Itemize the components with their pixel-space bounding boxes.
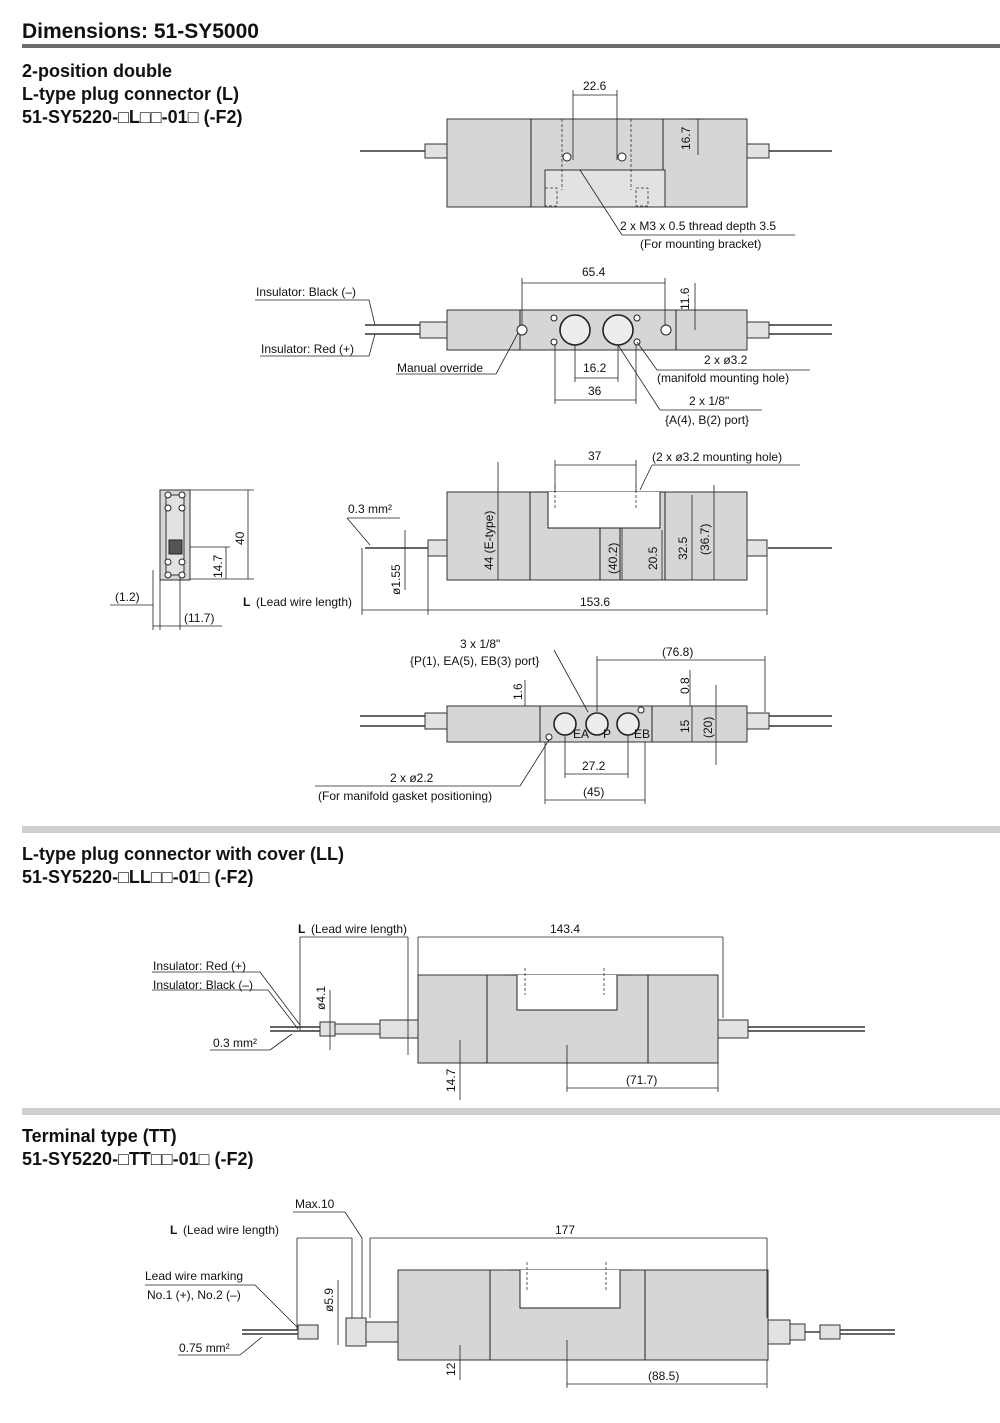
dim-label: 16.2: [583, 361, 607, 375]
dim-label: 20.5: [646, 546, 660, 570]
note: No.1 (+), No.2 (–): [147, 1288, 241, 1302]
note: 2 x ø3.2: [704, 353, 748, 367]
dim-label: ø4.1: [314, 986, 328, 1010]
wire-area: 0.3 mm²: [213, 1036, 257, 1050]
wire-area: 0.75 mm²: [179, 1341, 230, 1355]
dim-label: 36: [588, 384, 602, 398]
wire-area: 0.3 mm²: [348, 502, 392, 516]
port-label: P: [603, 727, 611, 741]
dim-label: (20): [701, 717, 715, 738]
dim-label: 22.6: [583, 79, 607, 93]
lead-label: (Lead wire length): [256, 595, 352, 609]
dim-label: 27.2: [582, 759, 606, 773]
section-heading-ll: L-type plug connector with cover (LL) 51…: [22, 843, 344, 889]
section-heading-l: 2-position double L-type plug connector …: [22, 60, 243, 129]
insulator-label: Insulator: Black (–): [256, 285, 356, 299]
note: (2 x ø3.2 mounting hole): [652, 450, 782, 464]
end-view: 40 14.7 (1.2) (11.7): [110, 489, 254, 630]
dim-label: 32.5: [676, 536, 690, 560]
insulator-label: Insulator: Red (+): [153, 959, 246, 973]
dim-label: 0.8: [678, 677, 692, 694]
section-divider: [22, 1108, 1000, 1115]
top-view: 22.6 16.7 2 x M3 x 0.5 thread depth 3.5 …: [360, 79, 832, 251]
dim-label: 12: [444, 1362, 458, 1376]
note: (For manifold gasket positioning): [318, 789, 492, 803]
heading-line: 51-SY5220-□LL□□-01□ (-F2): [22, 867, 254, 887]
dim-label: 1.6: [511, 683, 525, 700]
section-heading-tt: Terminal type (TT) 51-SY5220-□TT□□-01□ (…: [22, 1125, 254, 1171]
tt-view: Max.10 L (Lead wire length) 177 Lead wir…: [145, 1197, 895, 1388]
dim-label: 44 (E-type): [482, 511, 496, 570]
port-label: EA: [573, 727, 589, 741]
lead-label: (Lead wire length): [183, 1223, 279, 1237]
dim-label: (11.7): [184, 611, 214, 625]
front-view: 65.4 11.6 16.2 36 Insulator: Black (–) I…: [255, 265, 832, 427]
dim-label: 16.7: [679, 126, 693, 150]
dim-label: 15: [678, 719, 692, 733]
heading-line: L-type plug connector with cover (LL): [22, 844, 345, 864]
note: Lead wire marking: [145, 1269, 243, 1283]
dim-label: (88.5): [648, 1369, 679, 1383]
insulator-label: Insulator: Red (+): [261, 342, 354, 356]
lead-label: (Lead wire length): [311, 922, 407, 936]
note: 3 x 1/8": [460, 637, 500, 651]
lead-L: L: [170, 1223, 177, 1237]
note: 2 x M3 x 0.5 thread depth 3.5: [620, 219, 776, 233]
note: (For mounting bracket): [640, 237, 761, 251]
dim-label: Max.10: [295, 1197, 335, 1211]
dim-label: ø1.55: [389, 564, 403, 595]
dim-label: 11.6: [678, 287, 692, 310]
section-divider: [22, 826, 1000, 833]
heading-line: L-type plug connector (L): [22, 84, 239, 104]
dim-label: 65.4: [582, 265, 606, 279]
heading-line: 2-position double: [22, 61, 172, 81]
note: (manifold mounting hole): [657, 371, 789, 385]
note: 2 x 1/8": [689, 394, 729, 408]
dim-label: (36.7): [698, 524, 712, 555]
heading-line: 51-SY5220-□TT□□-01□ (-F2): [22, 1149, 254, 1169]
note: 2 x ø2.2: [390, 771, 434, 785]
dim-label: 40: [233, 531, 247, 545]
bottom-view: EA P EB 3 x 1/8" {P(1), EA(5), EB(3) por…: [315, 637, 832, 804]
dim-label: 37: [588, 449, 602, 463]
ll-view: L (Lead wire length) 143.4 Insulator: Re…: [152, 922, 865, 1100]
page-title: Dimensions: 51-SY5000: [22, 20, 259, 43]
dim-label: 153.6: [580, 595, 610, 609]
dim-label: (71.7): [626, 1073, 657, 1087]
title-rule: [22, 44, 1000, 48]
side-view: 37 (2 x ø3.2 mounting hole) 44 (E-type) …: [243, 449, 832, 615]
note: {A(4), B(2) port}: [665, 413, 749, 427]
dim-label: (76.8): [662, 645, 693, 659]
dim-label: ø5.9: [322, 1288, 336, 1312]
lead-L: L: [298, 922, 305, 936]
dim-label: 14.7: [444, 1068, 458, 1092]
port-label: EB: [634, 727, 650, 741]
note: Manual override: [397, 361, 483, 375]
dim-label: 177: [555, 1223, 575, 1237]
lead-L: L: [243, 595, 250, 609]
dim-label: 14.7: [211, 554, 225, 578]
heading-line: 51-SY5220-□L□□-01□ (-F2): [22, 107, 243, 127]
heading-line: Terminal type (TT): [22, 1126, 177, 1146]
dim-label: (40.2): [606, 543, 620, 574]
note: {P(1), EA(5), EB(3) port}: [410, 654, 539, 668]
page-title-bar: Dimensions: 51-SY5000: [22, 18, 1000, 48]
dim-label: (45): [583, 785, 604, 799]
dim-label: 143.4: [550, 922, 580, 936]
dim-label: (1.2): [115, 590, 140, 604]
insulator-label: Insulator: Black (–): [153, 978, 253, 992]
